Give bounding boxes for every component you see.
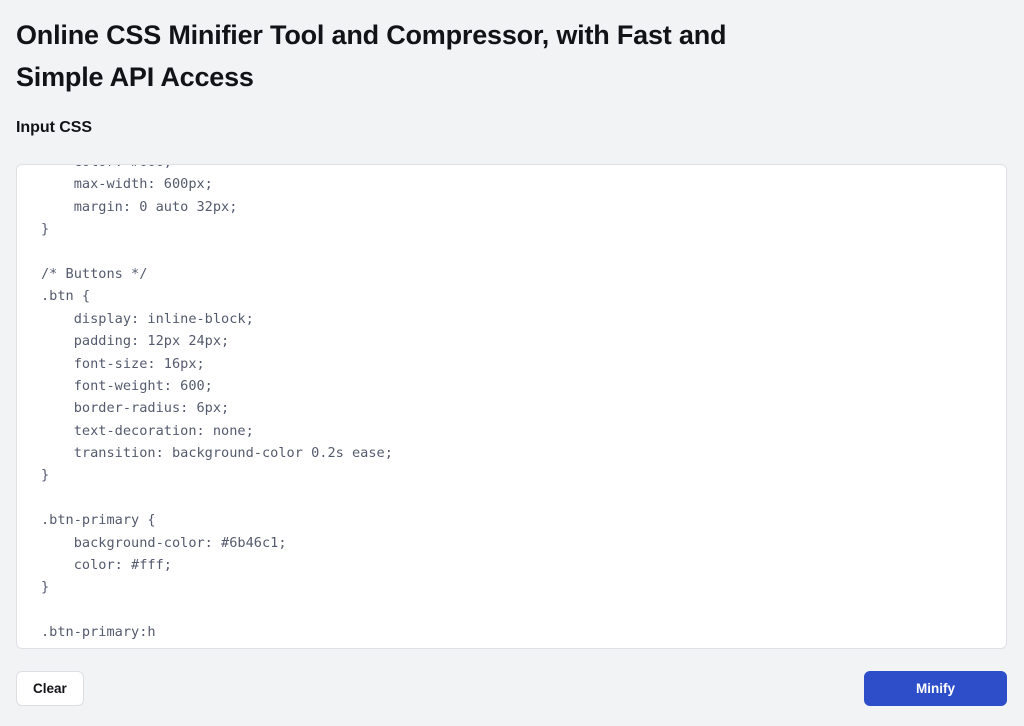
code-line: text-decoration: none; [41,422,254,439]
code-line: padding: 12px 24px; [41,333,230,350]
code-line: .btn-primary:h [41,621,982,643]
code-line: border-radius: 6px; [41,400,230,417]
clear-button[interactable]: Clear [16,671,84,706]
minify-button[interactable]: Minify [864,671,1007,706]
code-line: font-size: 16px; [41,355,205,372]
code-line: color: #fff; [41,557,172,574]
code-line: /* Buttons */ [41,265,148,282]
code-line [41,599,982,621]
spellcheck-misspelled-text: .btn-primary:h [41,624,156,641]
css-input-textarea[interactable]: color: #666; max-width: 600px; margin: 0… [16,164,1007,649]
code-line: } [41,467,50,484]
code-line: display: inline-block; [41,310,254,327]
code-line: } [41,221,50,238]
code-line: font-weight: 600; [41,377,213,394]
code-line: } [41,579,50,596]
code-line: background-color: #6b46c1; [41,534,287,551]
css-input-container: color: #666; max-width: 600px; margin: 0… [16,164,1007,649]
action-bar: Clear Minify [16,671,1007,706]
code-line: .btn-primary { [41,512,156,529]
page-title: Online CSS Minifier Tool and Compressor,… [16,20,727,92]
code-line: color: #666; [41,165,982,173]
code-line: max-width: 600px; [41,176,213,193]
code-line [41,241,982,263]
code-line: transition: background-color 0.2s ease; [41,445,393,462]
code-line: margin: 0 auto 32px; [41,198,238,215]
code-line [41,487,982,509]
code-line: .btn { [41,288,91,305]
css-code-content: color: #666; max-width: 600px; margin: 0… [17,165,1006,644]
input-css-label: Input CSS [16,119,92,136]
